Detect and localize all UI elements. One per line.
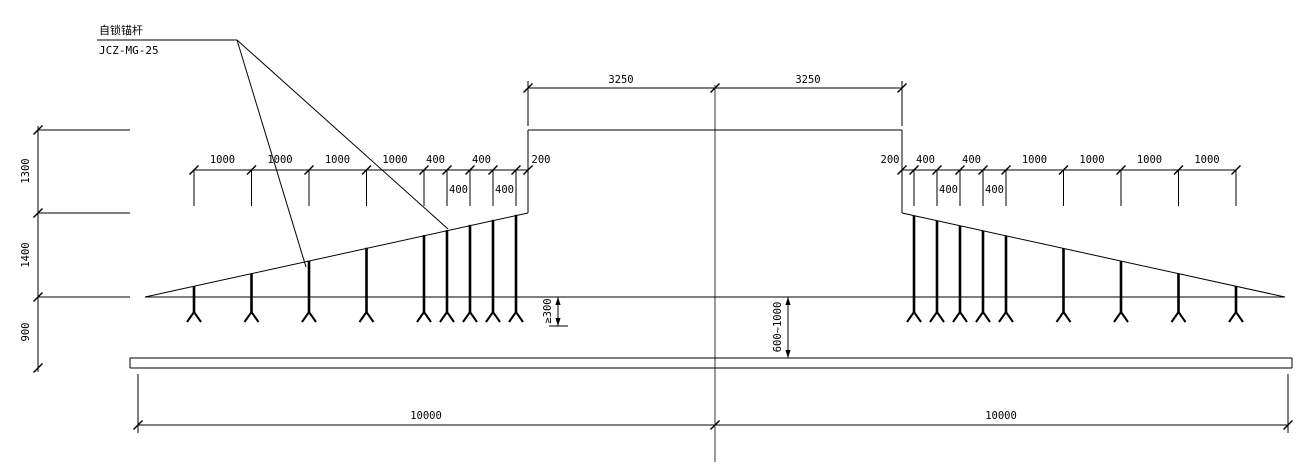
dim-chain: 400 <box>495 184 514 196</box>
dim-chain: 1000 <box>1137 154 1162 166</box>
annotation-model: JCZ-MG-25 <box>99 44 159 57</box>
anchors-left <box>186 214 524 323</box>
dim-center-depth-label: 600~1000 <box>772 302 784 353</box>
dim-chain: 400 <box>985 184 1004 196</box>
dim-chain: 400 <box>472 154 491 166</box>
dim-chain: 1000 <box>267 154 292 166</box>
dim-top-right: 3250 <box>795 74 820 86</box>
dim-chain: 1000 <box>382 154 407 166</box>
dim-chain: 1000 <box>1022 154 1047 166</box>
dim-top-left: 3250 <box>608 74 633 86</box>
dim-chain: 1000 <box>1079 154 1104 166</box>
foundation-outline <box>144 129 1286 298</box>
dim-chain: 400 <box>939 184 958 196</box>
base-slab <box>129 357 1293 369</box>
dim-chain: 1000 <box>325 154 350 166</box>
dim-center-depth: 600~1000 <box>772 297 791 358</box>
dim-left-vertical: 1300 1400 900 <box>20 124 44 374</box>
dim-chain: 400 <box>962 154 981 166</box>
dim-left-1400: 1400 <box>20 242 32 267</box>
annotation-name: 自锁锚杆 <box>99 23 143 37</box>
dim-bottom: 10000 10000 <box>132 374 1294 433</box>
slope-left <box>144 212 529 298</box>
dim-chain: 1000 <box>210 154 235 166</box>
dim-bottom-left: 10000 <box>410 410 442 422</box>
dim-chain-right: 200 400 400 1000 1000 1000 1000 400 400 <box>881 154 1242 206</box>
dim-chain: 200 <box>532 154 551 166</box>
dim-chain: 400 <box>426 154 445 166</box>
dim-left-900: 900 <box>20 323 32 342</box>
anchors-right <box>906 215 1244 323</box>
slope-right <box>901 212 1286 298</box>
dim-bottom-right: 10000 <box>985 410 1017 422</box>
left-reference-lines <box>38 129 130 298</box>
dim-embed-min-label: ≥300 <box>542 298 554 323</box>
dim-left-1300: 1300 <box>20 158 32 183</box>
leader-lines <box>236 39 449 268</box>
dim-top: 3250 3250 <box>522 74 908 126</box>
title-annotation: 自锁锚杆 JCZ-MG-25 <box>97 23 449 268</box>
dim-chain: 200 <box>881 154 900 166</box>
dim-embed-min: ≥300 <box>542 297 568 327</box>
dim-chain: 400 <box>449 184 468 196</box>
dim-chain: 400 <box>916 154 935 166</box>
dim-chain-left: 1000 1000 1000 1000 400 400 200 400 400 <box>188 154 551 206</box>
dim-chain: 1000 <box>1194 154 1219 166</box>
